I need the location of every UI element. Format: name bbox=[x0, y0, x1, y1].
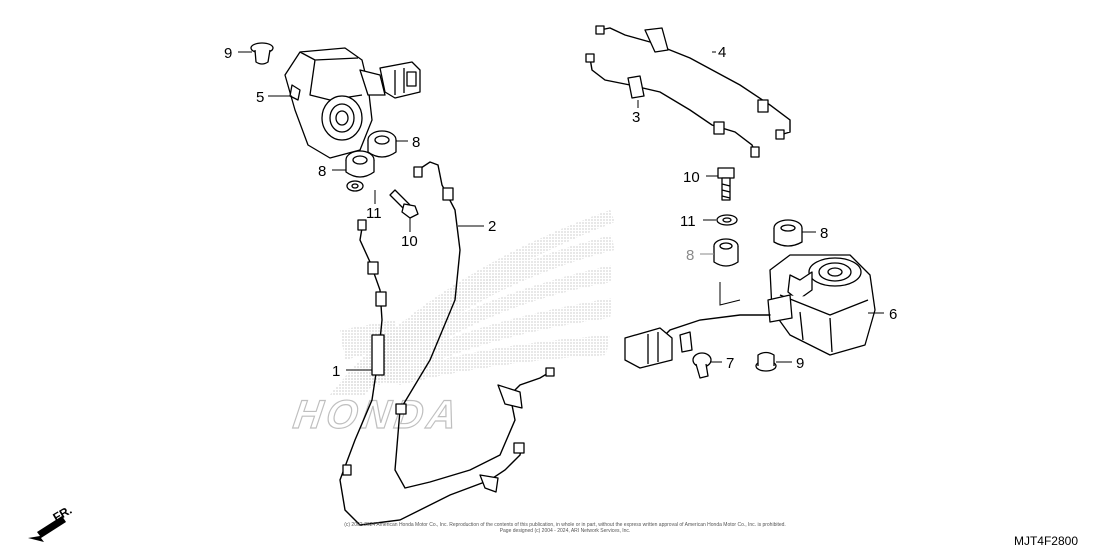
cap-upper bbox=[250, 42, 274, 65]
grommet-upper-right bbox=[367, 130, 397, 158]
grommet-upper-left bbox=[345, 150, 375, 178]
callout-9-upper: 9 bbox=[224, 45, 232, 62]
callout-11-upper: 11 bbox=[366, 205, 382, 222]
callout-8-right-gray: 8 bbox=[686, 247, 694, 264]
front-direction-indicator: FR. bbox=[28, 503, 74, 542]
clamp bbox=[692, 352, 712, 379]
callout-8-right: 8 bbox=[820, 225, 828, 242]
callout-2: 2 bbox=[488, 218, 496, 235]
bolt-upper bbox=[389, 189, 419, 219]
cap-lower bbox=[755, 351, 777, 372]
wire-3 bbox=[585, 53, 760, 158]
leader-lines bbox=[238, 51, 884, 371]
callout-10-upper: 10 bbox=[401, 233, 418, 250]
front-arrow-icon bbox=[28, 516, 66, 542]
callout-8-upper-right: 8 bbox=[412, 134, 420, 151]
callout-3: 3 bbox=[632, 109, 640, 126]
callout-6: 6 bbox=[889, 306, 897, 323]
honda-wing-watermark: HONDA bbox=[290, 210, 615, 438]
callout-7: 7 bbox=[726, 355, 734, 372]
copyright-notice: (c) 2002-2024 American Honda Motor Co., … bbox=[315, 522, 815, 534]
actuator-upper-left bbox=[284, 47, 421, 159]
callout-9-lower: 9 bbox=[796, 355, 804, 372]
callout-5: 5 bbox=[256, 89, 264, 106]
callout-4: 4 bbox=[718, 44, 726, 61]
honda-watermark-text: HONDA bbox=[291, 392, 464, 437]
callout-numbers: 9 5 8 8 11 10 2 1 4 3 10 11 8 8 6 7 9 bbox=[224, 44, 897, 380]
washer-upper bbox=[346, 180, 364, 192]
actuator-right bbox=[624, 254, 876, 369]
callout-1: 1 bbox=[332, 363, 340, 380]
copyright-line-1: (c) 2002-2024 American Honda Motor Co., … bbox=[344, 522, 786, 528]
wire-4 bbox=[595, 25, 791, 140]
copyright-line-2: Page designed (c) 2004 - 2024, ARI Netwo… bbox=[499, 528, 631, 534]
grommet-right-upper bbox=[773, 219, 803, 247]
cable-2 bbox=[394, 161, 555, 489]
cable-1 bbox=[339, 219, 525, 526]
callout-11-right: 11 bbox=[680, 213, 696, 230]
washer-right bbox=[716, 214, 738, 226]
grommet-right-lower bbox=[713, 238, 739, 267]
callout-10-right: 10 bbox=[683, 169, 700, 186]
bolt-right bbox=[717, 167, 735, 201]
diagram-code: MJT4F2800 bbox=[1013, 534, 1078, 548]
callout-8-upper-left: 8 bbox=[318, 163, 326, 180]
